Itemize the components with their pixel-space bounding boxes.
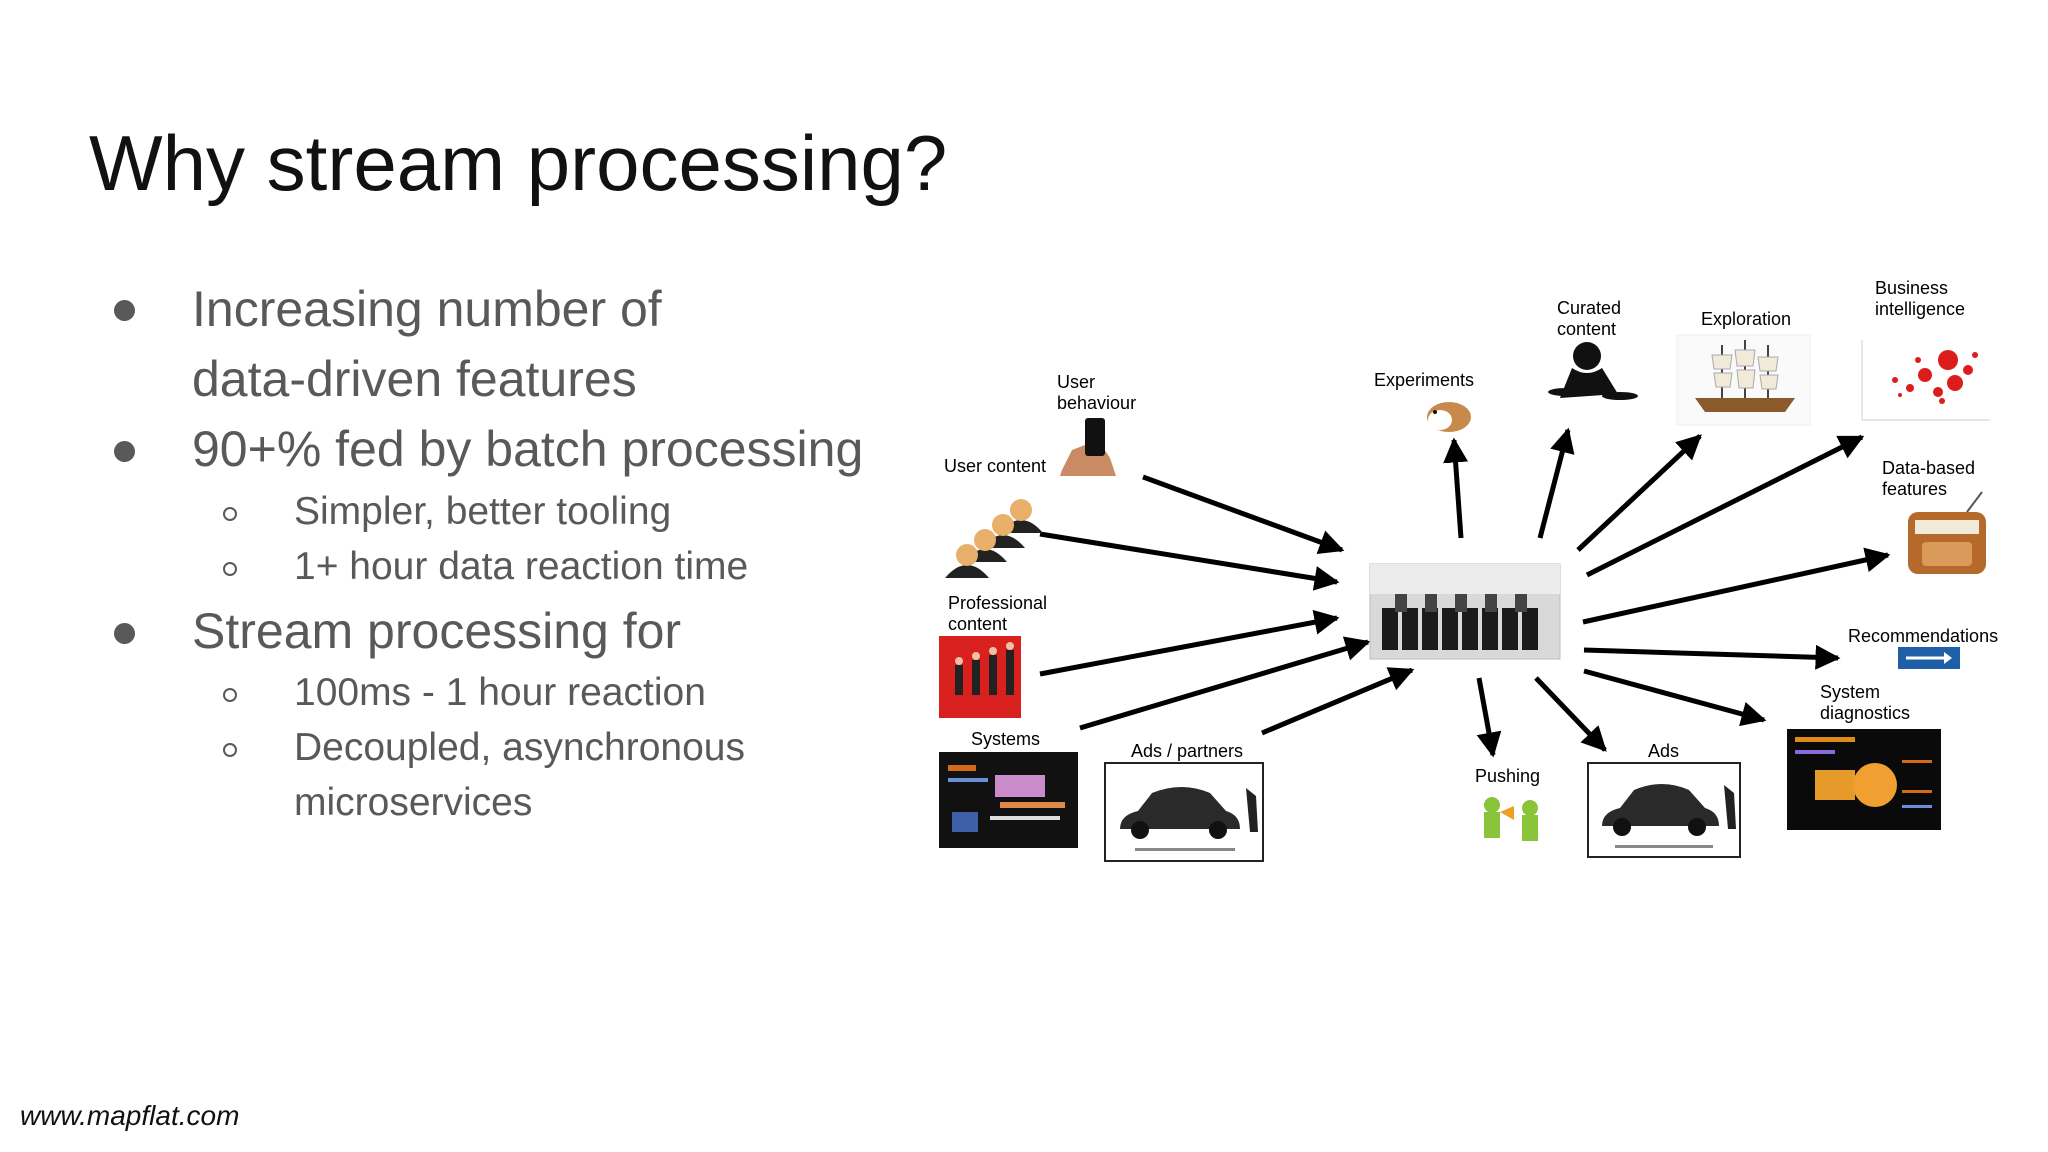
road-sign-arrow-icon	[1898, 647, 1960, 669]
dj-silhouette-icon	[1548, 342, 1638, 400]
arrow	[1585, 434, 1865, 578]
bubble-chart-image	[1852, 333, 1992, 428]
server-room-image	[1369, 563, 1561, 660]
label-ads-partners: Ads / partners	[1131, 741, 1244, 761]
bullet-text: Stream processing for	[192, 603, 682, 659]
arrow	[1039, 531, 1340, 591]
sailing-ship-image	[1676, 334, 1811, 426]
slide-title: Why stream processing?	[89, 119, 948, 207]
bullet-text: microservices	[294, 781, 533, 824]
arrow	[1576, 434, 1702, 552]
bullet-dot	[114, 623, 135, 644]
label-exploration: Exploration	[1701, 309, 1792, 329]
bullet-text: 1+ hour data reaction time	[294, 545, 749, 588]
bullet-dot	[114, 441, 135, 462]
input-arrows	[1039, 474, 1415, 736]
arrow	[1142, 474, 1345, 554]
arrow	[1582, 547, 1891, 625]
megaphone-figures-icon	[1484, 797, 1538, 841]
car-ad-image	[1587, 762, 1741, 858]
arrow	[1476, 677, 1502, 758]
sub-bullet-ring	[223, 743, 237, 757]
bullet-dot	[114, 300, 135, 321]
arrow	[1537, 427, 1575, 539]
arrow	[1534, 676, 1607, 752]
bullet-text: 100ms - 1 hour reaction	[294, 671, 706, 714]
sub-bullet-ring	[223, 562, 237, 576]
arrow	[1443, 437, 1469, 539]
arrow	[1583, 644, 1841, 670]
label-pushing: Pushing	[1475, 766, 1541, 786]
bullet-list: Increasing number of data-driven feature…	[0, 0, 900, 1152]
bullet-text: 90+% fed by batch processing	[192, 421, 864, 477]
label-user-content: User content	[944, 456, 1047, 476]
lcars-screen-image	[1787, 729, 1941, 830]
sub-bullet-ring	[223, 507, 237, 521]
radio-icon	[1908, 491, 1986, 574]
bullet-text: Increasing number of	[192, 281, 662, 337]
people-group-icon	[945, 499, 1043, 578]
arrow	[1039, 609, 1340, 677]
label-experiments: Experiments	[1374, 370, 1475, 390]
guinea-pig-icon	[1427, 402, 1471, 432]
label-recommendations: Recommendations	[1848, 626, 1999, 646]
sub-bullet-ring	[223, 688, 237, 702]
output-arrows	[1443, 427, 1891, 758]
bullet-text: Simpler, better tooling	[294, 490, 672, 533]
label-ads: Ads	[1648, 741, 1680, 761]
bullet-text: Decoupled, asynchronous	[294, 726, 745, 769]
arrow	[1583, 668, 1767, 727]
label-systems: Systems	[971, 729, 1041, 749]
footer-url: www.mapflat.com	[20, 1100, 240, 1131]
car-ad-image	[1104, 762, 1264, 862]
phone-in-hand-icon	[1060, 418, 1116, 476]
bullet-text: data-driven features	[192, 351, 637, 407]
arrow	[1079, 636, 1371, 731]
album-cover-image	[939, 636, 1021, 718]
arrow	[1261, 667, 1415, 736]
dashboard-screen-image	[939, 752, 1078, 848]
